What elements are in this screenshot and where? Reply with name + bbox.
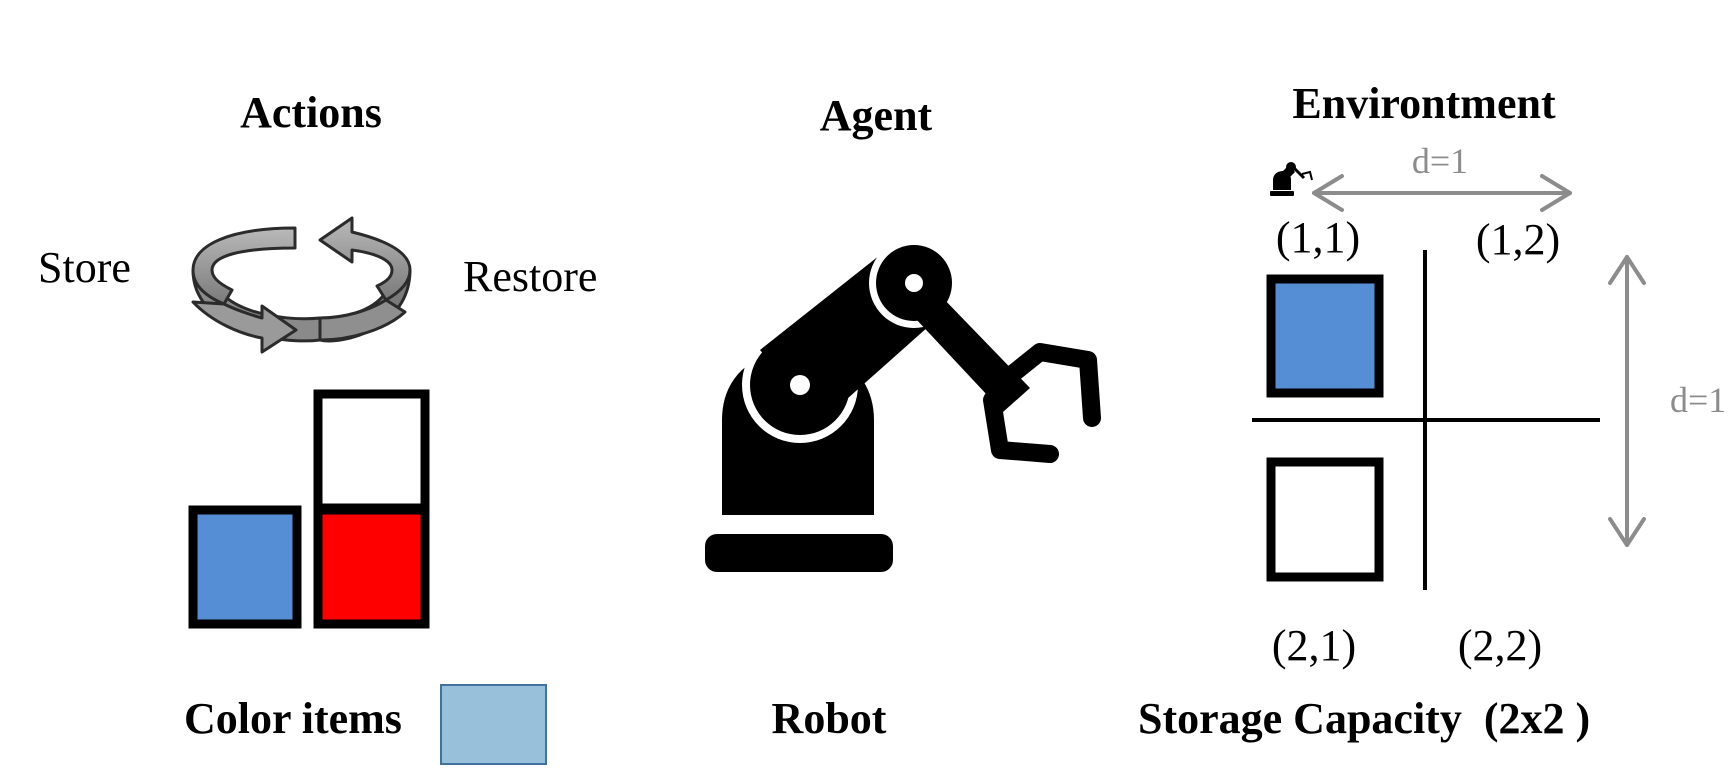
color-items-stack [188,389,430,629]
storage-capacity-label: Storage Capacity (2x2 ) [1138,694,1590,743]
horizontal-distance-label: d=1 [1412,141,1468,181]
storage-grid [1252,250,1600,590]
agent-panel: Agent Robot [705,91,1101,743]
color-items-label: Color items [184,694,402,743]
robot-arm-icon [705,238,1101,572]
small-robot-icon [1270,162,1313,196]
storage-cell-1-1 [1266,274,1384,398]
vertical-distance-arrow [1608,255,1646,547]
robot-label: Robot [772,694,887,743]
restore-label: Restore [463,252,597,301]
color-item-swatch [440,684,547,765]
actions-title: Actions [240,88,382,137]
empty-item [313,389,430,513]
blue-item [188,505,302,629]
environment-title: Environtment [1292,79,1556,128]
agent-title: Agent [820,91,933,140]
vertical-distance-label: d=1 [1670,380,1726,420]
cycle-arrows-icon [191,216,412,354]
environment-panel: Environtment d=1 d=1 (1,1) (1,2) (2,1) [1138,79,1726,743]
cell-label-2-1: (2,1) [1272,621,1356,670]
store-label: Store [38,243,131,292]
red-item [313,505,430,629]
cell-label-1-2: (1,2) [1476,215,1560,264]
actions-panel: Actions Store Restore Color items [38,88,597,765]
storage-cell-2-1 [1266,457,1384,582]
cell-label-1-1: (1,1) [1276,213,1360,262]
cell-label-2-2: (2,2) [1458,621,1542,670]
horizontal-distance-arrow [1312,174,1572,212]
